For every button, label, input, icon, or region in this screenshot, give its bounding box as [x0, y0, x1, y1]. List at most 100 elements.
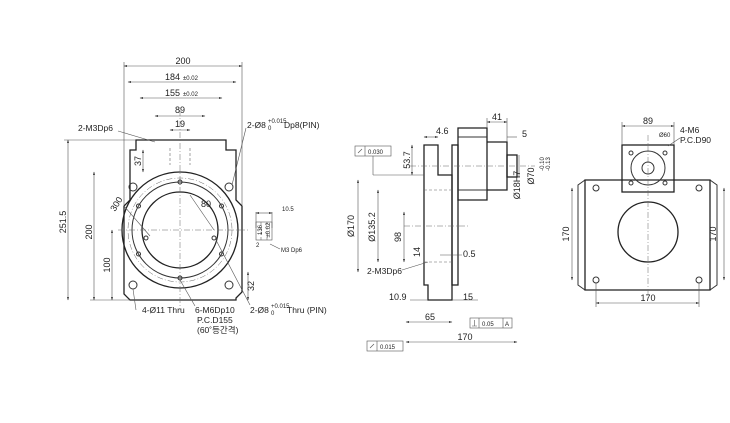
leader-m6	[179, 279, 196, 307]
m6-hole-6	[136, 203, 141, 209]
dim-32: 32	[246, 281, 256, 291]
callout-pin-bot-a: 2-Ø8	[250, 305, 269, 315]
dim-251: 251.5	[58, 211, 68, 234]
tol-frame-perp-box	[469, 317, 513, 329]
leader-pin-bot	[215, 239, 251, 306]
dim-70-tol-b: -0.13	[546, 157, 552, 171]
rear-hole-tl	[592, 184, 600, 192]
callout-pcd-sub: (60˚등간격)	[197, 325, 239, 335]
dim-rear-170r: 170	[708, 226, 718, 241]
dim-10-9: 10.9	[389, 292, 407, 302]
dim-184-tol: ±0.02	[183, 76, 199, 82]
dim-70: Ø70	[526, 167, 536, 184]
dim-170s: 170	[457, 332, 472, 342]
dim-135: Ø135.2	[367, 212, 377, 242]
dim-155: 155	[165, 88, 180, 98]
side-flange-face	[451, 144, 459, 286]
callout-pin-top-a: 2-Ø8	[247, 120, 266, 130]
flatness-icon	[357, 148, 363, 154]
rear-m6-2	[662, 150, 668, 156]
dim-65: 65	[425, 312, 435, 322]
dim-136: 136	[258, 224, 264, 235]
dim-170d: Ø170	[346, 215, 356, 237]
dim-98: 98	[393, 232, 403, 242]
dim-rear-170b: 170	[640, 293, 655, 303]
rear-m6-1	[628, 150, 634, 156]
side-housing	[457, 127, 488, 201]
dim-41: 41	[492, 112, 502, 122]
dim-5: 5	[522, 129, 527, 139]
callout-side-m3: 2-M3Dp6	[367, 266, 402, 276]
tol-frame-perp: 0.05 A	[469, 317, 513, 329]
tol-flat-bot: 0.015	[380, 345, 396, 351]
dim-line-300	[123, 205, 151, 237]
detail-box	[255, 221, 273, 241]
leader-rear-m6	[667, 137, 681, 147]
front-pcd-circle	[131, 181, 229, 279]
dim-rear-89: 89	[643, 116, 653, 126]
corner-hole-tr	[224, 182, 234, 192]
callout-m6-holes: 6-M6Dp10	[195, 305, 235, 315]
tol-datum: A	[505, 322, 509, 328]
callout-pin-top-b: Dp8(PIN)	[284, 120, 320, 130]
callout-thru-holes: 4-Ø11 Thru	[142, 305, 185, 315]
callout-pin-top-tol: +0.015	[268, 119, 287, 125]
dim-0-5: 0.5	[463, 249, 476, 259]
dim-15: 15	[463, 292, 473, 302]
side-housing-lines	[458, 136, 487, 191]
dim-100: 100	[102, 257, 112, 272]
callout-pin-top-tol0: 0	[268, 126, 272, 132]
front-body-outline	[123, 139, 243, 301]
leader-thru	[132, 288, 137, 311]
dim-200v: 200	[84, 224, 94, 239]
pin-detail: 10.5 136 ±0.02 2 M3 Dp6	[255, 207, 303, 254]
tol-frame-bot-box	[366, 340, 404, 352]
dim-80: 80	[201, 199, 211, 209]
rear-view: 89 4-M6 P.C.D90 Ø60 170 170 170	[561, 116, 726, 307]
dim-300: 300	[108, 195, 124, 213]
corner-hole-bl	[128, 280, 138, 290]
rear-m6-3	[628, 180, 634, 186]
m6-hole-1	[177, 179, 183, 185]
tol-perp: 0.05	[482, 322, 494, 328]
rear-hole-br	[695, 276, 703, 284]
callout-m3-top: 2-M3Dp6	[78, 123, 113, 133]
m6-hole-5	[136, 251, 141, 257]
detail-m3: M3 Dp6	[281, 248, 303, 254]
pin-hole-left	[143, 235, 149, 241]
dim-136-tol: ±0.02	[266, 222, 272, 238]
tol-flat-top: 0.030	[368, 150, 384, 156]
detail-leader	[269, 243, 281, 250]
leader-pin-top	[231, 127, 247, 186]
rear-ears	[577, 179, 718, 291]
callout-pin-bot-tol: +0.015	[271, 304, 290, 310]
dim-19: 19	[175, 119, 185, 129]
dim-200: 200	[175, 56, 190, 66]
leader-m3-top	[117, 130, 156, 143]
dim-18h7: Ø18H7	[512, 171, 522, 200]
dim-4-6: 4.6	[436, 126, 449, 136]
callout-pcd: P.C.D155	[197, 315, 233, 325]
dim-53-7: 53.7	[402, 151, 412, 169]
dim-rear-170l: 170	[561, 226, 571, 241]
perpendicular-icon	[472, 320, 477, 327]
callout-pin-bot-b: Thru (PIN)	[287, 305, 327, 315]
dim-184: 184	[165, 72, 180, 82]
leader-side-m3	[401, 261, 429, 271]
pin-hole-right	[211, 235, 217, 241]
dim-89: 89	[175, 105, 185, 115]
m6-hole-2	[219, 203, 224, 209]
callout-pin-bot-tol0: 0	[271, 311, 275, 317]
corner-hole-br	[224, 280, 234, 290]
dim-155-tol: ±0.02	[183, 92, 199, 98]
flatness-icon-bottom	[369, 343, 375, 349]
callout-rear-pcd: P.C.D90	[680, 135, 711, 145]
rear-hole-tr	[695, 184, 703, 192]
dim-10-5: 10.5	[282, 207, 294, 213]
rear-hole-bl	[592, 276, 600, 284]
dim-14: 14	[412, 247, 422, 257]
tol-frame-bottom: 0.015	[366, 340, 404, 352]
front-view: 200 184 ±0.02 155 ±0.02 89 19 251.5 200 …	[58, 56, 327, 335]
side-view: 4.6 41 5 53.7 Ø170 Ø135.2 98 14 0.5 2-M3…	[346, 112, 552, 352]
